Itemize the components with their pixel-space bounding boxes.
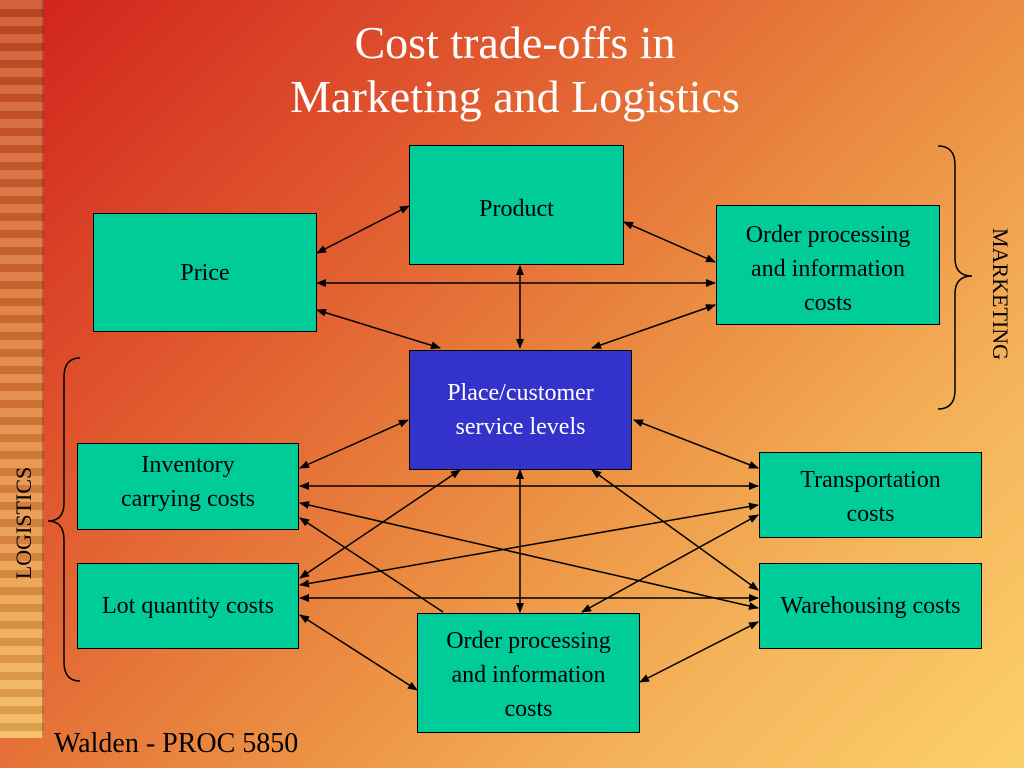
order-marketing-line-3: costs (804, 290, 852, 316)
title-line-2: Marketing and Logistics (290, 71, 740, 122)
logistics-brace (47, 357, 81, 682)
node-lot-quantity: Lot quantity costs (77, 563, 299, 649)
node-warehousing: Warehousing costs (759, 563, 982, 649)
order-logistics-line-2: and information (451, 662, 606, 688)
order-logistics-line-1: Order processing (446, 628, 611, 654)
link-lot-transportation (299, 502, 759, 588)
lot-quantity-label: Lot quantity costs (102, 593, 274, 619)
link-inventory-order-logistics (299, 517, 444, 613)
transportation-line-1: Transportation (800, 467, 941, 493)
order-marketing-line-1: Order processing (745, 222, 911, 248)
node-inventory-carrying: Inventory carrying costs (77, 443, 299, 530)
link-order-marketing-place (591, 304, 716, 349)
order-marketing-line-2: and information (751, 256, 905, 282)
logistics-label: LOGISTICS (11, 466, 36, 580)
link-warehousing-order-logistics (639, 621, 759, 683)
node-transportation: Transportation costs (759, 452, 982, 538)
node-price: Price (93, 213, 317, 332)
link-transportation-order-logistics (581, 514, 759, 613)
link-product-order-marketing (623, 221, 716, 263)
link-place-inventory (299, 419, 409, 469)
link-price-product (316, 205, 410, 254)
link-lot-order-logistics (299, 614, 418, 691)
inventory-line-2: carrying costs (121, 486, 255, 512)
link-place-transportation (633, 419, 759, 469)
warehousing-label: Warehousing costs (780, 593, 961, 619)
node-product-label: Product (479, 196, 554, 222)
transportation-line-2: costs (846, 501, 895, 527)
slide-title: Cost trade-offs in Marketing and Logisti… (150, 16, 880, 124)
title-line-1: Cost trade-offs in (354, 17, 676, 68)
footer-course-label: Walden - PROC 5850 (54, 728, 299, 759)
place-line-1: Place/customer (447, 380, 594, 406)
decorative-side-stripe (0, 0, 44, 738)
node-order-processing-marketing: Order processing and information costs (716, 205, 940, 325)
link-inventory-warehousing (299, 501, 759, 610)
node-product: Product (409, 145, 624, 265)
node-order-processing-logistics: Order processing and information costs (417, 613, 640, 733)
marketing-brace (937, 145, 973, 410)
link-place-lot (299, 469, 461, 579)
place-line-2: service levels (455, 414, 586, 440)
marketing-label: MARKETING (988, 228, 1013, 360)
node-price-label: Price (180, 259, 230, 286)
link-price-place (316, 308, 441, 350)
order-logistics-line-3: costs (504, 696, 553, 722)
node-place-customer-service: Place/customer service levels (409, 350, 632, 470)
inventory-line-1: Inventory (141, 452, 235, 478)
